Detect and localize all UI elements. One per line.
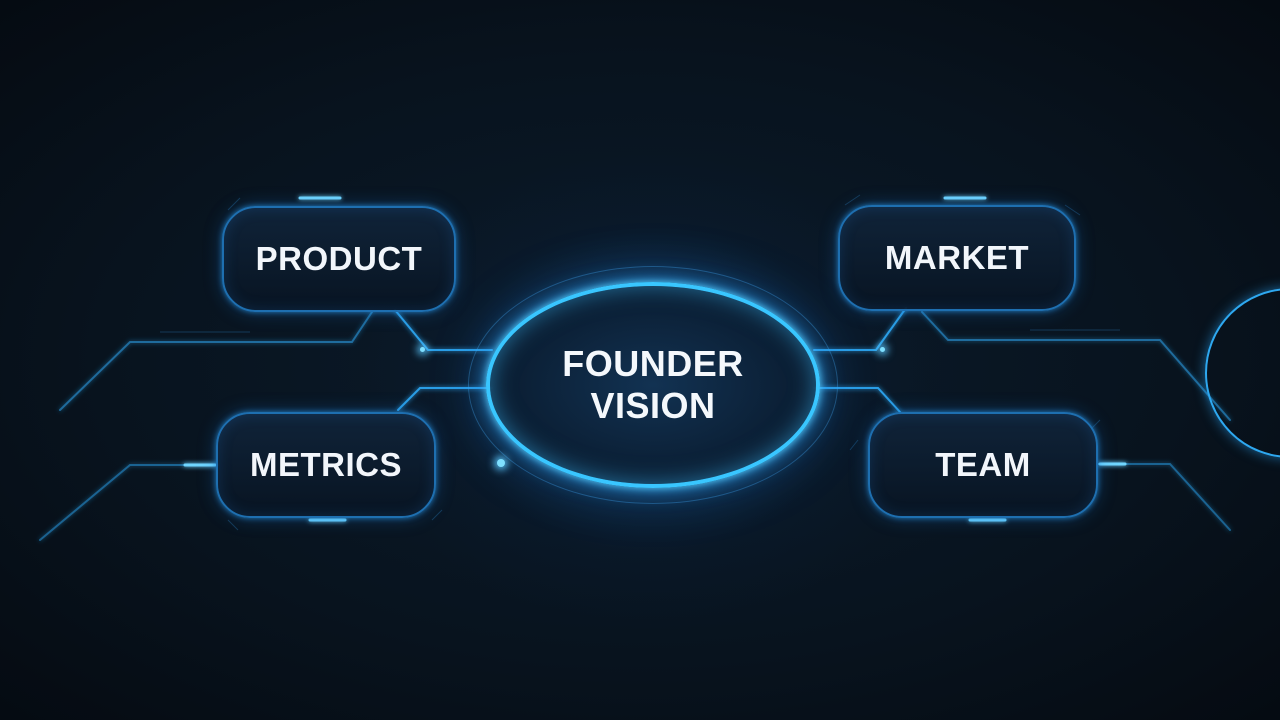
link-product-left <box>59 311 373 411</box>
accent-dot <box>497 459 505 467</box>
center-outer-ring <box>468 266 838 504</box>
center-line-1: FOUNDER <box>562 343 744 384</box>
accent-dot <box>420 347 425 352</box>
link-product-center <box>394 309 493 351</box>
link-metrics-left <box>39 464 219 541</box>
center-node[interactable]: FOUNDER VISION <box>486 282 820 488</box>
center-line-2: VISION <box>590 385 716 426</box>
node-market[interactable]: MARKET <box>838 205 1076 311</box>
accent-dot <box>880 347 885 352</box>
node-metrics[interactable]: METRICS <box>216 412 436 518</box>
node-product-label: PRODUCT <box>255 240 423 277</box>
link-market-right <box>921 311 1231 421</box>
link-market-center <box>813 307 907 351</box>
node-metrics-label: METRICS <box>250 446 402 483</box>
node-market-label: MARKET <box>884 239 1030 276</box>
node-team-label: TEAM <box>935 446 1031 483</box>
link-team-right <box>1097 463 1231 531</box>
node-product[interactable]: PRODUCT <box>222 206 456 312</box>
node-team[interactable]: TEAM <box>868 412 1098 518</box>
